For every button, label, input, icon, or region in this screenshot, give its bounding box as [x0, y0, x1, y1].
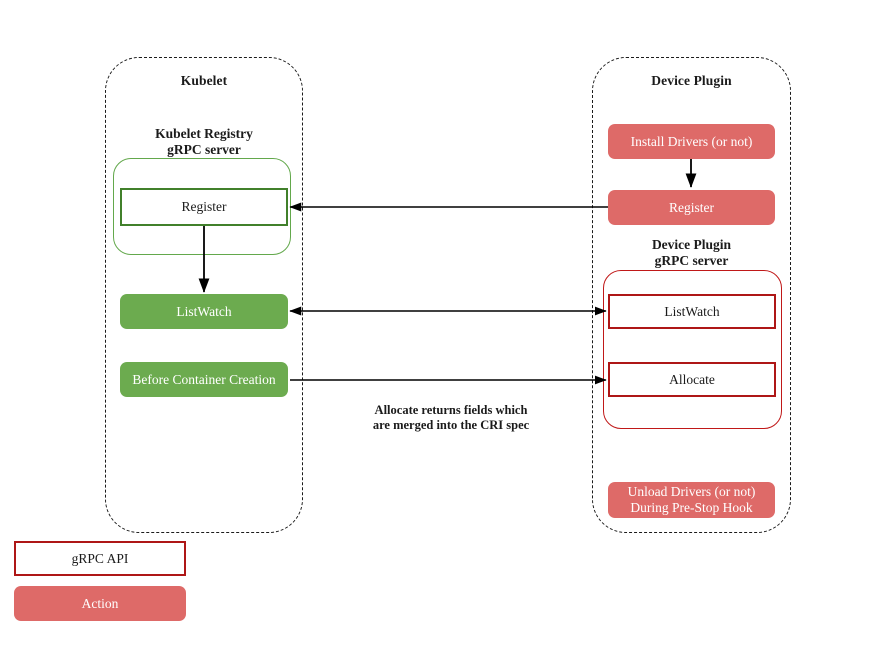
device-plugin-grpc-server-box — [603, 270, 782, 429]
caption-device-plugin-server: Device Plugin gRPC server — [651, 237, 732, 268]
device-plugin-install-drivers-action[interactable]: Install Drivers (or not) — [608, 124, 775, 159]
zone-device-plugin-title: Device Plugin — [651, 73, 732, 88]
kubelet-register-api[interactable]: Register — [120, 188, 288, 226]
kubelet-listwatch-action[interactable]: ListWatch — [120, 294, 288, 329]
zone-device-plugin — [592, 57, 791, 533]
allocate-note: Allocate returns fields which are merged… — [372, 403, 530, 432]
legend-action: Action — [14, 586, 186, 621]
device-plugin-listwatch-api[interactable]: ListWatch — [608, 294, 776, 329]
device-plugin-register-action[interactable]: Register — [608, 190, 775, 225]
kubelet-before-container-creation-action[interactable]: Before Container Creation — [120, 362, 288, 397]
device-plugin-allocate-api[interactable]: Allocate — [608, 362, 776, 397]
legend-grpc-api: gRPC API — [14, 541, 186, 576]
zone-kubelet — [105, 57, 303, 533]
caption-kubelet-registry: Kubelet Registry gRPC server — [155, 126, 253, 157]
device-plugin-unload-drivers-action[interactable]: Unload Drivers (or not) During Pre-Stop … — [608, 482, 775, 518]
zone-kubelet-title: Kubelet — [180, 73, 228, 88]
